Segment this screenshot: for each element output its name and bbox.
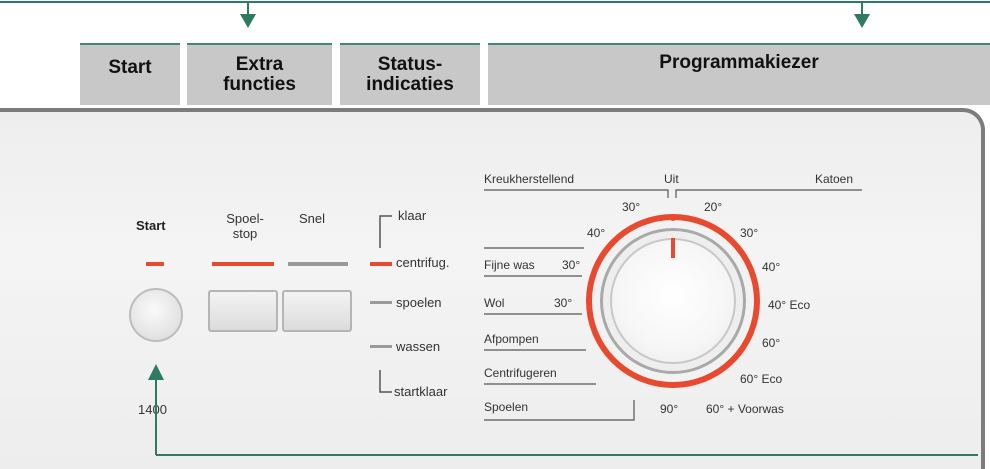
speed-value: 1400 bbox=[138, 402, 167, 417]
temp-30-fijne-was: 30° bbox=[562, 258, 581, 272]
program-spoelen: Spoelen bbox=[484, 400, 529, 414]
status-bracket-top bbox=[379, 215, 392, 248]
arrow-down-icon bbox=[240, 14, 256, 28]
temp-90: 90° bbox=[660, 402, 679, 416]
program-centrifugeren: Centrifugeren bbox=[484, 366, 557, 380]
header-extra-line2: functies bbox=[223, 74, 296, 95]
spoelstop-line2: stop bbox=[232, 226, 258, 241]
uit-position-dot bbox=[670, 215, 676, 221]
temp-40-right: 40° bbox=[762, 260, 781, 274]
temp-30-right: 30° bbox=[740, 226, 759, 240]
status-spoelen: spoelen bbox=[396, 295, 442, 310]
header-extra-functies: Extra functies bbox=[187, 43, 332, 105]
status-klaar: klaar bbox=[398, 208, 427, 223]
arrow-up-icon bbox=[148, 364, 164, 380]
start-button[interactable] bbox=[129, 288, 183, 342]
snel-label: Snel bbox=[299, 211, 326, 226]
program-dial-knob[interactable] bbox=[610, 238, 736, 364]
kreuk-underline bbox=[484, 189, 669, 198]
program-uit: Uit bbox=[664, 172, 679, 186]
status-centrifug-led bbox=[370, 262, 392, 266]
temp-60-voorwas: 60° + Voorwas bbox=[706, 402, 784, 416]
header-status-line1: Status- bbox=[377, 54, 443, 75]
spoelstop-label: Spoel- stop bbox=[215, 211, 275, 241]
program-dial-marker bbox=[671, 238, 675, 258]
status-spoelen-led bbox=[370, 301, 392, 304]
temp-20: 20° bbox=[704, 200, 723, 214]
spoelstop-button[interactable] bbox=[208, 290, 278, 332]
header-statusindicaties: Status- indicaties bbox=[340, 43, 480, 105]
temp-30-top: 30° bbox=[622, 200, 641, 214]
status-wassen: wassen bbox=[396, 339, 441, 354]
spoelstop-line1: Spoel- bbox=[226, 211, 264, 226]
header-programmakiezer: Programmakiezer bbox=[488, 43, 990, 105]
arrow-down-icon bbox=[854, 14, 870, 28]
program-fijne-was: Fijne was bbox=[484, 258, 535, 272]
temp-40-left: 40° bbox=[587, 226, 606, 240]
program-kreukherstellend: Kreukherstellend bbox=[484, 172, 575, 186]
status-centrifug: centrifug. bbox=[396, 255, 450, 270]
snel-led bbox=[288, 262, 348, 266]
program-wol: Wol bbox=[484, 296, 505, 310]
start-led bbox=[146, 262, 164, 266]
katoen-underline bbox=[675, 189, 862, 198]
program-katoen: Katoen bbox=[815, 172, 854, 186]
program-afpompen: Afpompen bbox=[484, 332, 539, 346]
header-prog-label: Programmakiezer bbox=[659, 52, 819, 73]
spoelen-underline bbox=[484, 400, 635, 421]
temp-60-eco: 60° Eco bbox=[740, 372, 783, 386]
header-start-label: Start bbox=[108, 57, 152, 78]
temp-30-wol: 30° bbox=[554, 296, 573, 310]
temp-40-eco: 40° Eco bbox=[768, 298, 811, 312]
header-extra-line1: Extra bbox=[235, 54, 284, 75]
start-label: Start bbox=[136, 218, 166, 233]
snel-button[interactable] bbox=[282, 290, 352, 332]
status-wassen-led bbox=[370, 345, 392, 348]
spoelstop-led bbox=[212, 262, 274, 266]
temp-60: 60° bbox=[762, 336, 781, 350]
header-status-line2: indicaties bbox=[366, 74, 454, 95]
header-start: Start bbox=[80, 43, 180, 105]
status-bracket-bottom bbox=[379, 370, 392, 393]
status-startklaar: startklaar bbox=[394, 384, 448, 399]
